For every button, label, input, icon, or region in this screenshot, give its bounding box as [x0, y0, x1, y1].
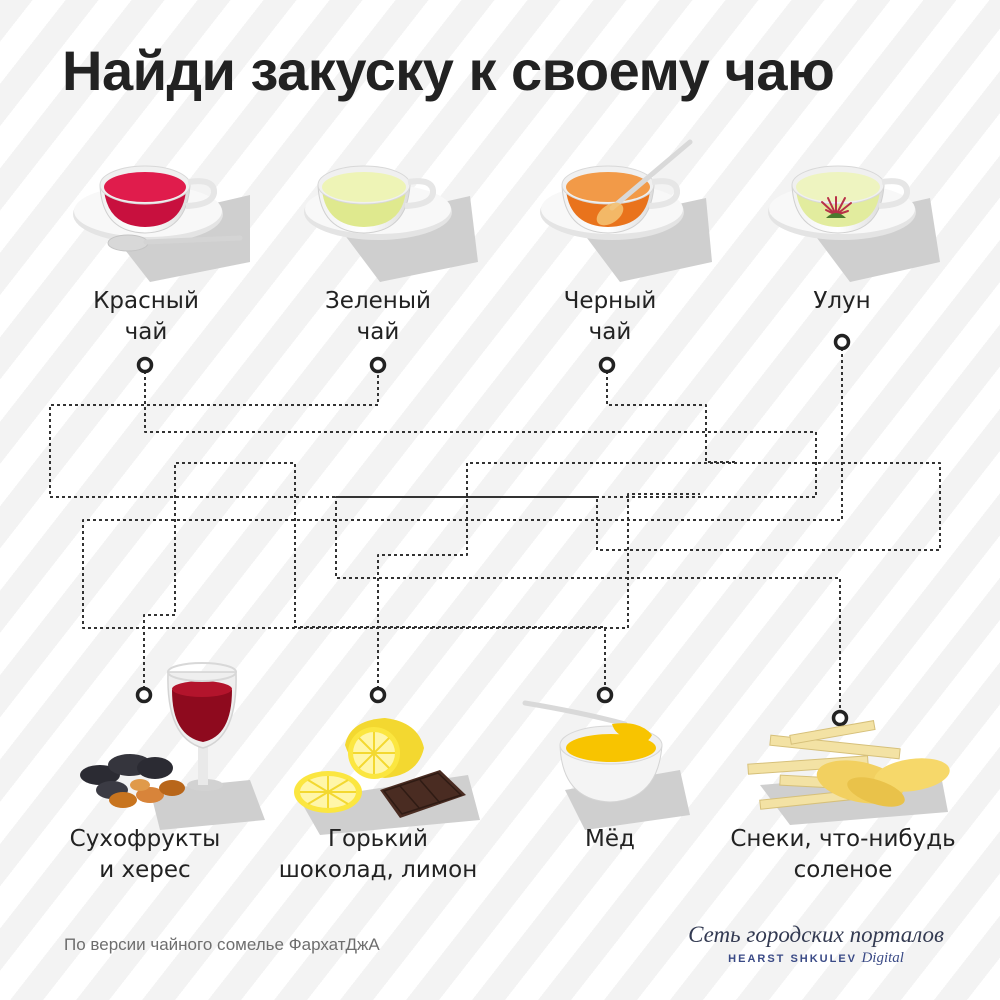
snack-label-dried-fruits-line1: Сухофрукты: [69, 826, 221, 852]
tea-label-black-line2: чай: [588, 319, 632, 345]
green-tea-cup-icon: [304, 165, 478, 282]
dried-fruits-sherry-icon: [80, 662, 265, 830]
brand-line-2-suffix: Digital: [861, 950, 904, 966]
tea-label-green: Зеленый чай: [304, 286, 452, 348]
snack-label-chocolate-line1: Горький: [327, 826, 429, 852]
line-green-tea-to-chocolate: [335, 462, 941, 718]
black-tea-cup-icon: [540, 139, 712, 282]
tea-label-green-line1: Зеленый: [325, 288, 431, 314]
terminal-red-tea: [136, 356, 154, 374]
snack-label-snacks: Снеки, что-нибудь соленое: [718, 824, 968, 886]
red-tea-cup-icon: [73, 165, 250, 282]
snack-label-snacks-line2: соленое: [793, 857, 893, 883]
brand-line-1: Сеть городских порталов: [688, 922, 944, 947]
brand-line-2: HEARST SHKULEV Digital: [688, 949, 944, 967]
honey-bowl-icon: [522, 700, 690, 830]
tea-label-oolong: Улун: [768, 286, 916, 317]
line-red-tea-to-honey: [49, 365, 817, 498]
connector-terminals: [135, 333, 851, 727]
snack-label-snacks-line1: Снеки, что-нибудь: [730, 826, 956, 852]
snack-label-honey-line1: Мёд: [585, 826, 635, 852]
tea-label-black-line1: Черный: [563, 288, 657, 314]
terminal-oolong: [833, 333, 851, 351]
tea-label-red: Красный чай: [72, 286, 220, 348]
connector-lines: [49, 342, 941, 718]
chocolate-lemon-icon: [294, 718, 480, 835]
terminal-chocolate: [369, 686, 387, 704]
oolong-cup-icon: [768, 165, 940, 282]
snack-label-honey: Мёд: [530, 824, 690, 855]
snack-label-dried-fruits: Сухофрукты и херес: [50, 824, 240, 886]
tea-label-red-line1: Красный: [93, 288, 199, 314]
line-black-tea: [606, 365, 738, 463]
brand-line-2-name: HEARST SHKULEV: [728, 953, 858, 965]
line-connector-2: [143, 462, 606, 695]
terminal-dried-fruits: [135, 686, 153, 704]
tea-flower-icon: [821, 196, 852, 218]
snack-label-chocolate-line2: шоколад, лимон: [278, 857, 478, 883]
tea-label-red-line2: чай: [124, 319, 168, 345]
tea-label-oolong-line1: Улун: [813, 288, 871, 314]
source-footnote: По версии чайного сомелье ФархатДжА: [64, 935, 380, 954]
terminal-green-tea: [369, 356, 387, 374]
snack-label-chocolate: Горький шоколад, лимон: [268, 824, 488, 886]
brand-logo: Сеть городских порталов HEARST SHKULEV D…: [688, 922, 944, 967]
terminal-honey: [596, 686, 614, 704]
salty-snacks-icon: [747, 720, 950, 825]
terminal-black-tea: [598, 356, 616, 374]
line-oolong: [82, 342, 843, 629]
page-title: Найди закуску к своему чаю: [62, 39, 835, 102]
terminal-snacks: [831, 709, 849, 727]
snack-label-dried-fruits-line2: и херес: [99, 857, 191, 883]
tea-label-green-line2: чай: [356, 319, 400, 345]
tea-label-black: Черный чай: [536, 286, 684, 348]
